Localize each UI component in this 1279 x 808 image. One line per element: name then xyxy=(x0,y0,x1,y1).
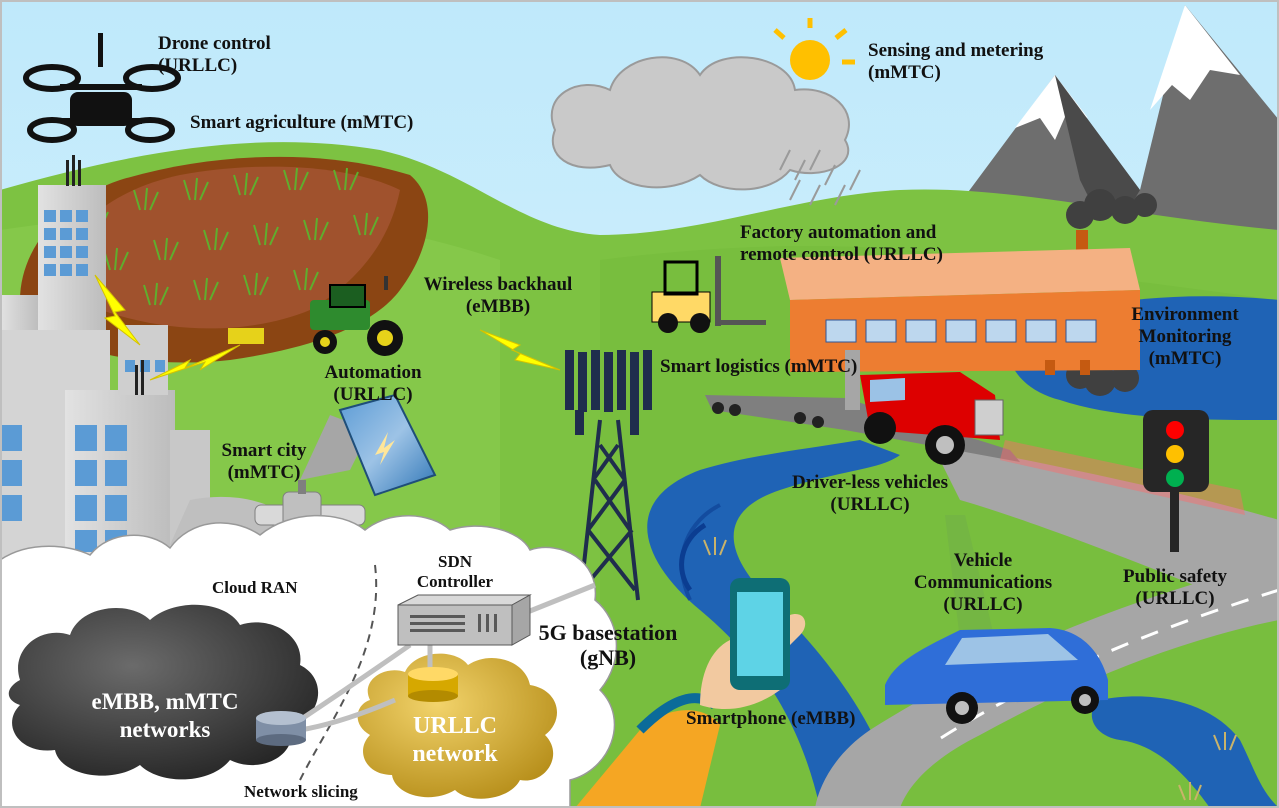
environment-title: Environment xyxy=(1131,304,1239,325)
database-icon xyxy=(256,711,306,746)
embb-mmtc-networks-label: eMBB, mMTC networks xyxy=(70,688,260,744)
lightning-bolts xyxy=(94,274,561,381)
drone-control-type: (URLLC) xyxy=(158,55,238,76)
sun-icon xyxy=(773,18,855,80)
truck xyxy=(705,350,1020,465)
forklift xyxy=(651,256,766,333)
environment-monitoring-label: Environment Monitoring (mMTC) xyxy=(1120,304,1250,370)
signal-arcs xyxy=(679,503,721,601)
wireless-backhaul-label: Wireless backhaul (eMBB) xyxy=(418,274,578,318)
vehicle-beam xyxy=(945,515,995,640)
driverless-title: Driver-less vehicles xyxy=(792,472,948,493)
environment-type: (mMTC) xyxy=(1148,348,1222,369)
sensing-title: Sensing and metering xyxy=(868,40,1044,61)
urllc-database-icon xyxy=(408,667,458,702)
urllc-cloud xyxy=(357,653,557,799)
factory-type: remote control (URLLC) xyxy=(740,244,943,265)
smart-logistics-label: Smart logistics (mMTC) xyxy=(660,356,858,377)
factory-title: Factory automation and xyxy=(740,222,937,243)
network-slicing-label: Network slicing xyxy=(244,782,358,801)
smart-city-label: Smart city (mMTC) xyxy=(208,440,320,484)
traffic-light xyxy=(1143,410,1209,552)
drone-icon xyxy=(23,33,181,143)
factory-automation-label: Factory automation and remote control (U… xyxy=(740,222,943,266)
public-safety-label: Public safety (URLLC) xyxy=(1105,566,1245,610)
sensor-beam xyxy=(1000,440,1245,515)
smart-agriculture-label: Smart agriculture (mMTC) xyxy=(190,112,414,133)
weather-cloud xyxy=(550,56,850,191)
sdn-controller-icon xyxy=(397,594,532,646)
5g-tower xyxy=(565,350,652,601)
basestation-title: 5G basestation xyxy=(538,620,678,645)
automation-type: (URLLC) xyxy=(333,384,413,405)
smartphone-hand xyxy=(575,578,806,808)
sdn-title-2: Controller xyxy=(416,572,494,591)
basestation-label: 5G basestation (gNB) xyxy=(523,620,693,670)
automation-title: Automation xyxy=(324,362,422,383)
backhaul-title: Wireless backhaul xyxy=(423,274,573,295)
public-safety-title: Public safety xyxy=(1123,566,1227,587)
basestation-type: (gNB) xyxy=(579,645,637,670)
network-slicing-line xyxy=(299,564,378,781)
driverless-vehicles-label: Driver-less vehicles (URLLC) xyxy=(770,472,970,516)
driverless-type: (URLLC) xyxy=(830,494,910,515)
smartphone-label: Smartphone (eMBB) xyxy=(686,708,856,729)
smart-city-type: (mMTC) xyxy=(227,462,301,483)
sdn-title: SDN xyxy=(437,552,472,571)
drone-control-title: Drone control xyxy=(158,33,271,54)
backhaul-type: (eMBB) xyxy=(465,296,531,317)
vehicle-comm-title-2: Communications xyxy=(913,572,1053,593)
car xyxy=(885,628,1108,724)
cloud-ran-label: Cloud RAN xyxy=(212,578,298,597)
environment-title-2: Monitoring xyxy=(1138,326,1232,347)
network-links xyxy=(298,582,596,733)
urllc-title-2: network xyxy=(412,741,498,767)
solar-panel xyxy=(300,393,437,497)
sensing-type: (mMTC) xyxy=(868,62,941,83)
smart-city-title: Smart city xyxy=(221,440,307,461)
urllc-network-label: URLLC network xyxy=(390,712,520,768)
sensing-label: Sensing and metering (mMTC) xyxy=(868,40,1043,84)
public-safety-type: (URLLC) xyxy=(1135,588,1215,609)
rain xyxy=(779,149,861,206)
embb-networks-title: eMBB, mMTC xyxy=(91,689,239,714)
tractor xyxy=(228,276,403,356)
vehicle-comm-type: (URLLC) xyxy=(943,594,1023,615)
grass-tufts xyxy=(703,537,1237,801)
sdn-controller-label: SDN Controller xyxy=(410,552,500,592)
embb-mmtc-cloud xyxy=(8,604,319,780)
factory xyxy=(780,189,1157,396)
drone-control-label: Drone control (URLLC) xyxy=(158,33,271,77)
embb-networks-title-2: networks xyxy=(119,717,211,742)
vehicle-comm-title: Vehicle xyxy=(953,550,1013,571)
vehicle-communications-label: Vehicle Communications (URLLC) xyxy=(903,550,1063,616)
urllc-title: URLLC xyxy=(412,713,497,739)
automation-label: Automation (URLLC) xyxy=(318,362,428,406)
